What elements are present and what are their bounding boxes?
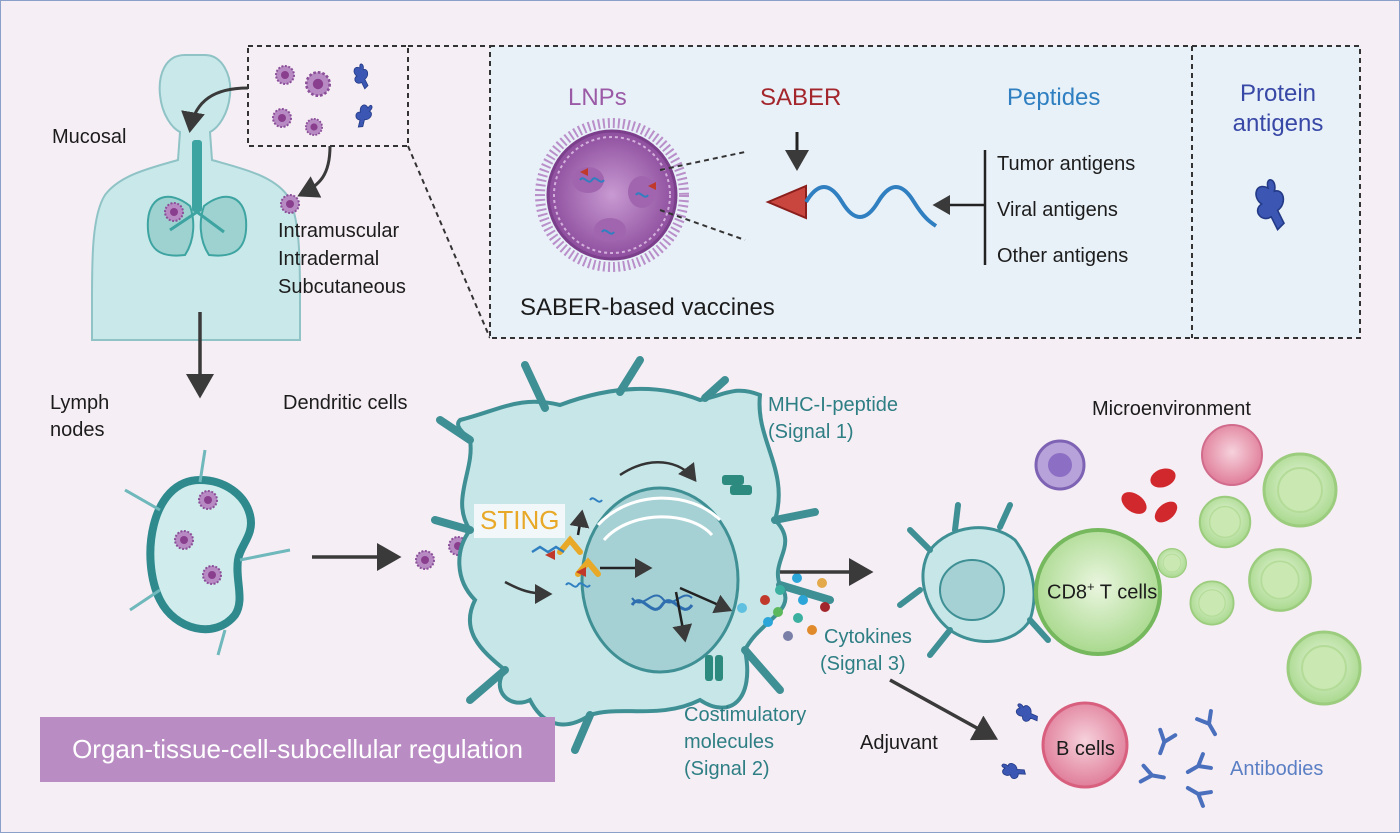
microenvironment-cells (1034, 424, 1362, 706)
lnp-particle (535, 118, 689, 272)
peptides-label: Peptides (1007, 84, 1101, 111)
lymph-label-line2: nodes (50, 419, 105, 441)
intramuscular-label: Intramuscular (278, 220, 400, 242)
protein-label-line1: Protein (1239, 80, 1317, 107)
regulation-banner: Organ-tissue-cell-subcellular regulation (40, 717, 555, 782)
lymph-node (124, 449, 291, 656)
signal1-label: (Signal 1) (768, 421, 854, 443)
protein-label-line2: antigens (1232, 110, 1324, 137)
tumor-antigens-label: Tumor antigens (997, 153, 1136, 175)
activated-dendritic-cell (897, 502, 1051, 658)
cytokines-label: Cytokines (824, 626, 912, 648)
microenvironment-label: Microenvironment (1092, 398, 1251, 420)
antibodies-label: Antibodies (1230, 758, 1324, 780)
other-antigens-label: Other antigens (997, 245, 1129, 267)
lnps-label: LNPs (568, 84, 627, 111)
mhc-label: MHC-I-peptide (768, 394, 899, 416)
human-body-illustration (91, 54, 301, 341)
cd8-t-cells-label: CD8+ T cells (1047, 579, 1158, 604)
cytokine-dots (737, 573, 830, 641)
signal3-label: (Signal 3) (820, 653, 906, 675)
mucosal-label: Mucosal (52, 126, 127, 148)
adjuvant-label: Adjuvant (860, 732, 938, 754)
intradermal-label: Intradermal (278, 248, 380, 270)
cd8-t-cell (1034, 528, 1162, 656)
lymph-label-line1: Lymph (50, 392, 110, 414)
particle-inset (247, 45, 409, 147)
b-cell (1041, 701, 1129, 789)
dendritic-cells-label: Dendritic cells (283, 392, 408, 414)
costim-label-line1: Costimulatory (684, 704, 807, 726)
dendritic-cell (431, 356, 834, 754)
saber-label: SABER (760, 84, 842, 111)
costim-label-line2: molecules (684, 731, 775, 753)
subcutaneous-label: Subcutaneous (278, 276, 406, 298)
viral-antigens-label: Viral antigens (997, 199, 1118, 221)
signal2-label: (Signal 2) (684, 758, 770, 780)
sting-label: STING (474, 504, 566, 538)
b-cells-label: B cells (1056, 738, 1115, 760)
saber-vaccines-caption: SABER-based vaccines (520, 294, 775, 321)
peptide-chain (804, 185, 938, 228)
